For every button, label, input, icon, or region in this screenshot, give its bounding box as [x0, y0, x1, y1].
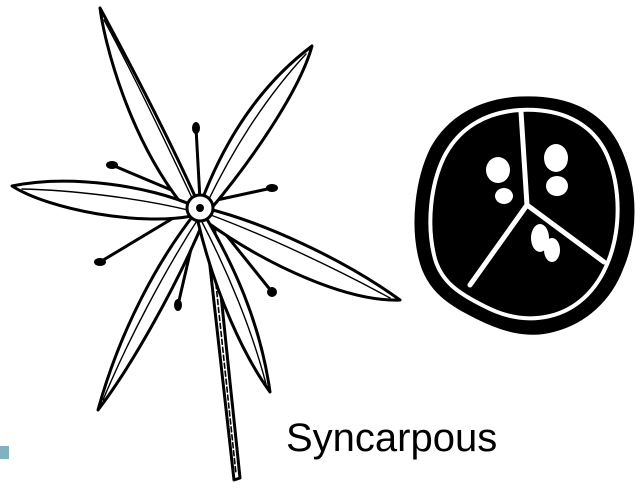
tepal-top-right: [202, 46, 312, 210]
ovary-cross-section-icon: [416, 98, 633, 333]
slide-accent-mark: [0, 446, 9, 459]
star-flower-icon: [12, 8, 400, 480]
diagram-caption: Syncarpous: [286, 418, 497, 458]
tepal-bottom-left: [98, 212, 204, 410]
